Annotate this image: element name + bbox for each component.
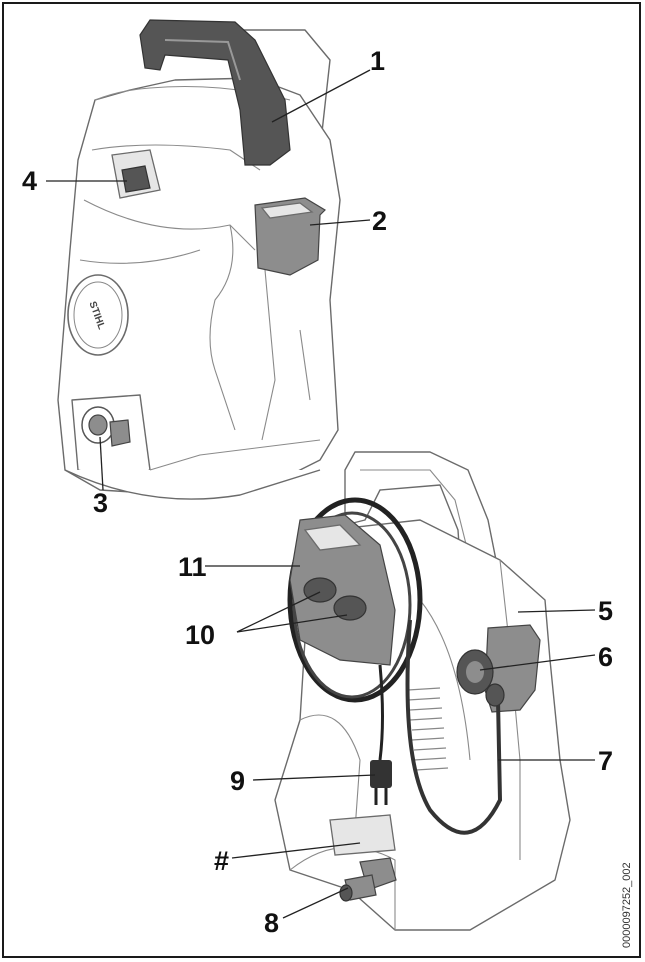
callout-10: 10 <box>185 620 215 650</box>
power-plug <box>370 760 392 805</box>
high-pressure-hose <box>405 619 503 835</box>
callout-11: 11 <box>178 552 207 582</box>
water-inlet <box>339 857 397 902</box>
callout-hash: # <box>214 846 229 876</box>
accessory-holder <box>289 514 396 666</box>
carry-handle <box>139 19 291 166</box>
callout-labels: 1 2 3 4 5 6 7 8 9 10 11 # <box>22 46 613 938</box>
power-cord <box>378 664 384 761</box>
callout-3: 3 <box>93 488 108 518</box>
callout-4: 4 <box>22 166 37 196</box>
callout-2: 2 <box>372 206 387 236</box>
front-view-unit: STIHL <box>57 19 341 500</box>
on-off-switch <box>121 165 151 193</box>
outlet-connector <box>81 406 131 447</box>
accessory-slot <box>329 814 396 856</box>
document-id: 0000097252_002 <box>621 862 633 948</box>
callout-5: 5 <box>598 596 613 626</box>
leader-lines <box>46 69 596 919</box>
stihl-logo: STIHL <box>67 274 129 356</box>
callout-9: 9 <box>230 766 245 796</box>
callout-1: 1 <box>370 46 385 76</box>
callout-7: 7 <box>598 746 613 776</box>
callout-8: 8 <box>264 908 279 938</box>
hose-connector <box>485 683 505 707</box>
nozzle-slot-2 <box>333 595 367 621</box>
callout-6: 6 <box>598 642 613 672</box>
nozzle-slot-1 <box>303 577 337 603</box>
vent-grille <box>407 687 449 771</box>
rear-view-unit <box>274 451 571 931</box>
